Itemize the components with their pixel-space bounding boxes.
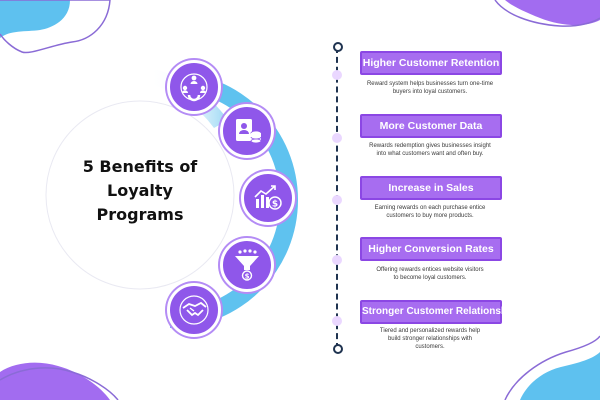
desc-line: customers to buy more products. (386, 213, 474, 219)
top-right-blob (505, 0, 600, 26)
svg-text:$: $ (245, 273, 250, 281)
bottom-right-wave (520, 352, 600, 400)
desc-line: customers. (415, 344, 445, 350)
desc-line: buyers into loyal customers. (392, 89, 468, 95)
benefit-description-sales: Earning rewards on each purchase entice … (357, 204, 503, 220)
conversion-funnel-icon: $ (220, 238, 274, 292)
desc-line: build stronger relationships with (387, 336, 473, 342)
title-circle (46, 101, 234, 289)
desc-line: Reward system helps businesses turn one-… (366, 81, 494, 87)
benefit-heading-relationships: Stronger Customer Relationships (360, 300, 521, 324)
bottom-left-blob (0, 362, 110, 400)
top-left-wave (0, 0, 70, 38)
timeline-node-4 (332, 255, 342, 265)
benefit-heading-sales: Increase in Sales (360, 176, 502, 200)
timeline-node-1 (332, 70, 342, 80)
timeline-end-dot (333, 344, 343, 354)
benefit-heading-data: More Customer Data (360, 114, 502, 138)
customer-magnet-icon (167, 60, 221, 114)
timeline-start-dot (333, 42, 343, 52)
desc-line: Earning rewards on each purchase entice (374, 205, 486, 211)
title-line-3: Programs (96, 205, 184, 224)
customer-data-icon (220, 104, 274, 158)
desc-line: Rewards redemption gives businesses insi… (369, 143, 491, 149)
timeline-node-3 (332, 195, 342, 205)
title-line-1: 5 Benefits of (82, 157, 198, 176)
svg-text:$: $ (272, 200, 278, 210)
infographic-title: 5 Benefits of Loyalty Programs (70, 155, 210, 227)
benefit-description-relationships: Tiered and personalized rewards help bui… (357, 327, 503, 351)
desc-line: Offering rewards entices website visitor… (376, 267, 484, 273)
timeline-node-2 (332, 133, 342, 143)
top-left-outline (0, 0, 111, 54)
benefit-heading-conversion: Higher Conversion Rates (360, 237, 502, 261)
desc-line: to become loyal customers. (393, 275, 467, 281)
benefit-description-conversion: Offering rewards entices website visitor… (357, 266, 503, 282)
timeline-node-5 (332, 316, 342, 326)
benefit-heading-retention: Higher Customer Retention (360, 51, 502, 75)
desc-line: into what customers want and often buy. (376, 151, 484, 157)
benefit-description-data: Rewards redemption gives businesses insi… (357, 142, 503, 158)
top-right-outline (494, 0, 600, 27)
title-line-2: Loyalty (107, 181, 173, 200)
sales-growth-icon: $ (241, 171, 295, 225)
handshake-icon (167, 283, 221, 337)
bottom-left-outline (0, 367, 119, 400)
bottom-right-outline (504, 335, 600, 400)
desc-line: Tiered and personalized rewards help (379, 328, 481, 334)
benefit-description-retention: Reward system helps businesses turn one-… (357, 80, 503, 96)
